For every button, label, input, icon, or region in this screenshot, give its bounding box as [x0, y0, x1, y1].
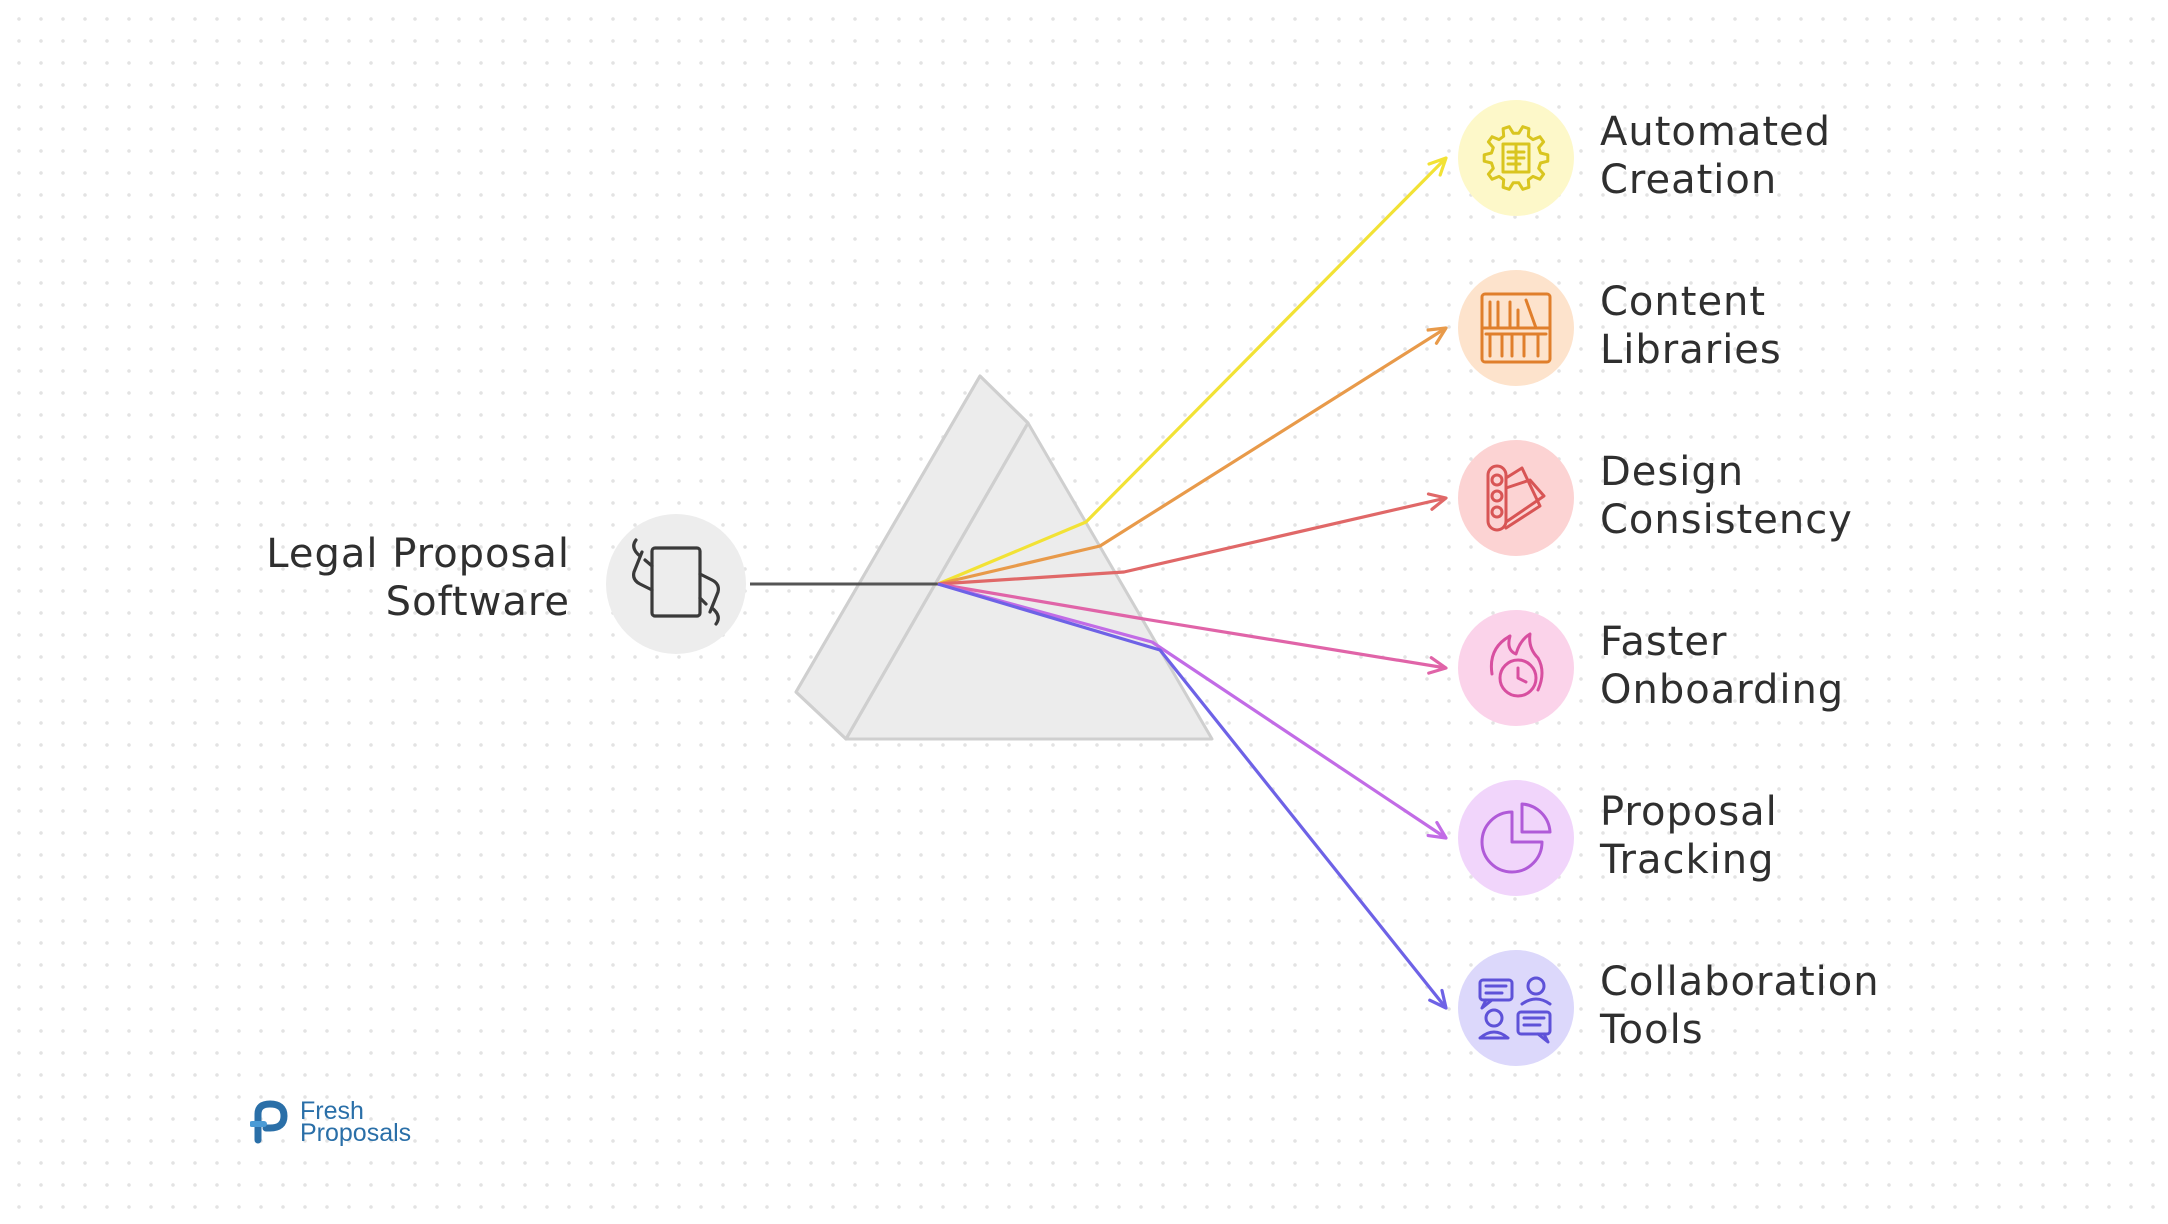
output-label-line2: Consistency [1600, 497, 1853, 543]
source-node [606, 514, 938, 654]
fresh-proposals-logo-icon [250, 1100, 288, 1144]
output-label-line1: Content [1600, 279, 1767, 325]
output-label-line2: Tracking [1600, 837, 1775, 883]
output-label-line1: Proposal [1600, 789, 1778, 835]
output-label-line2: Tools [1600, 1007, 1704, 1053]
people-chat-icon [1478, 976, 1552, 1044]
source-label-line2: Software [385, 579, 570, 625]
bookshelf-icon [1480, 292, 1552, 364]
fresh-proposals-logo: Fresh Proposals [250, 1097, 412, 1147]
arrowhead-0 [1427, 156, 1448, 177]
output-label-proposal-tracking: Proposal Tracking [1600, 788, 1778, 884]
source-label: Legal Proposal Software [266, 530, 570, 626]
output-label-line2: Libraries [1600, 327, 1782, 373]
hands-holding-tablet-icon [632, 538, 720, 626]
output-label-line1: Design [1600, 449, 1745, 495]
logo-line1: Fresh [300, 1097, 364, 1125]
output-label-faster-onboarding: Faster Onboarding [1600, 618, 1844, 714]
output-label-line1: Automated [1600, 109, 1832, 155]
fire-clock-icon [1489, 632, 1544, 698]
output-node-4 [1458, 780, 1574, 896]
output-node-1 [1458, 270, 1574, 386]
beam-1 [937, 326, 1447, 586]
output-node-0 [1458, 100, 1574, 216]
output-circle [1458, 780, 1574, 896]
source-label-line1: Legal Proposal [266, 531, 570, 577]
source-circle [606, 514, 746, 654]
output-node-2 [1458, 440, 1574, 556]
output-beams [937, 156, 1448, 1010]
beam-3 [937, 582, 1447, 670]
logo-line2: Proposals [300, 1119, 412, 1147]
output-circle [1458, 610, 1574, 726]
arrowhead-4 [1426, 820, 1448, 840]
output-circle [1458, 950, 1574, 1066]
prism [794, 374, 1214, 741]
arrowhead-2 [1426, 492, 1448, 511]
arrowhead-1 [1426, 326, 1448, 345]
output-label-collaboration-tools: Collaboration Tools [1600, 958, 1880, 1054]
gear-document-icon [1482, 125, 1550, 191]
output-circle [1458, 440, 1574, 556]
output-label-automated-creation: Automated Creation [1600, 108, 1831, 204]
output-label-line1: Faster [1600, 619, 1728, 665]
output-label-line2: Creation [1600, 157, 1778, 203]
output-nodes [1458, 100, 1574, 1066]
output-node-5 [1458, 950, 1574, 1066]
output-label-content-libraries: Content Libraries [1600, 278, 1782, 374]
arrowhead-5 [1428, 988, 1448, 1010]
output-label-line2: Onboarding [1600, 667, 1845, 713]
pie-chart-icon [1480, 802, 1552, 874]
output-label-line1: Collaboration [1600, 959, 1880, 1005]
output-node-3 [1458, 610, 1574, 726]
beam-4 [937, 582, 1447, 840]
output-label-design-consistency: Design Consistency [1600, 448, 1853, 544]
arrowhead-3 [1427, 656, 1448, 675]
color-palette-icon [1486, 464, 1546, 532]
beam-2 [937, 496, 1447, 586]
beam-0 [937, 156, 1448, 586]
beam-5 [937, 582, 1448, 1009]
